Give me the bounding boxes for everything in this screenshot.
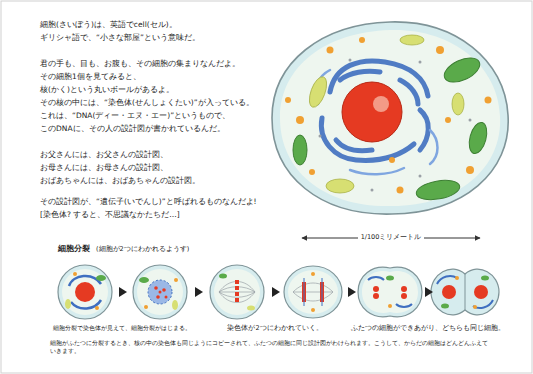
body-text-line: このDNAに、その人の設計図が書かれているんだ。 <box>40 124 225 133</box>
body-text-line: 細胞(さいぼう)は、英語でcell(セル)。 <box>40 20 177 29</box>
body-text-line: 君の手も、目も、お腹も、その細胞の集まりなんだよ。 <box>40 59 240 68</box>
body-text-line: ギリシャ語で、“小さな部屋”という意味だ。 <box>40 33 200 42</box>
body-text-line: おばあちゃんには、おばあちゃんの設計図。 <box>40 176 200 185</box>
section-heading: 細胞分裂 <box>58 244 90 253</box>
body-text-line: その細胞1個を見てみると、 <box>40 72 141 81</box>
stage-caption: 染色体が2つにわかれていく。 <box>227 324 322 332</box>
body-text-line: お母さんには、お母さんの設計図、 <box>40 163 168 172</box>
stage-caption: ふたつの細胞ができあがり、どちらも同じ細胞。 <box>351 324 505 332</box>
dimension-label: 1/100ミリメートル <box>358 233 425 241</box>
body-text-line: 核(かく)という丸いボールがあるよ。 <box>40 85 174 94</box>
body-text-line: [染色体? すると、不思議なかたちだ…] <box>40 210 180 219</box>
body-text-line: これは、“DNA(ディー・エヌ・エー)”というもので、 <box>40 111 230 120</box>
body-text-line: その核の中には、“染色体(せんしょくたい)”が入っている。 <box>40 98 254 107</box>
body-text-line: その設計図が、“遺伝子(いでんし)”と呼ばれるものなんだよ! <box>40 197 257 206</box>
body-text-line: お父さんには、お父さんの設計図、 <box>40 150 168 159</box>
stage-caption: 細胞分裂で染色体が見えて、細胞分裂がはじまる。 <box>53 324 191 332</box>
section-subheading: (細胞が2つにわかれるようす) <box>96 245 189 253</box>
footnote-text: 細胞がふたつに分裂するとき、核の中の染色体も同じようにコピーされて、ふたつの細胞… <box>50 340 490 356</box>
